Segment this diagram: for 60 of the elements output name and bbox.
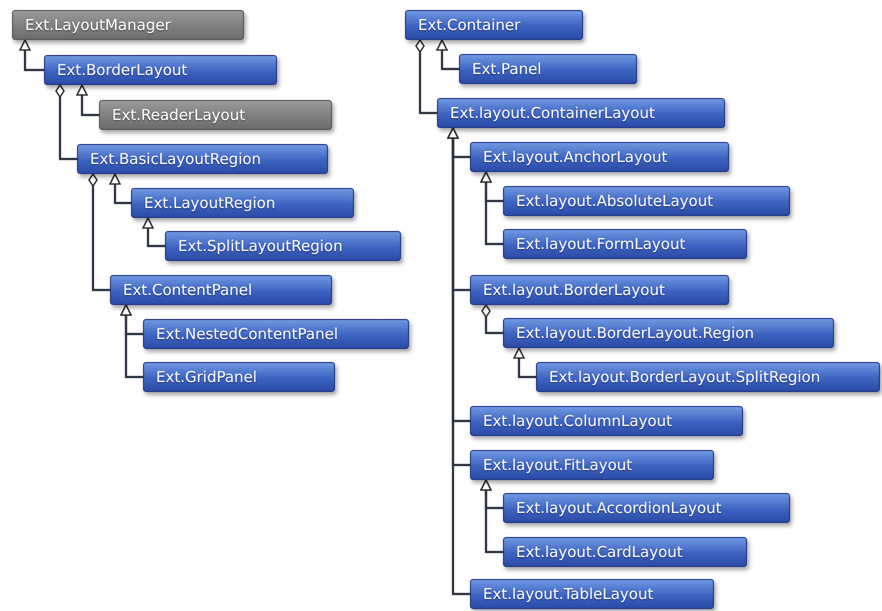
class-box [503,493,790,523]
inheritance-arrow [120,304,143,378]
class-name: Ext.layout.AccordionLayout [516,499,722,517]
class-box [110,275,332,305]
class-box [470,450,714,480]
class-box [131,188,354,218]
aggregation-connector [415,39,437,114]
class-box [470,579,714,609]
class-box [470,275,729,305]
inheritance-arrow [76,84,99,116]
class-name: Ext.Container [418,16,520,34]
aggregation-connector [88,173,110,292]
class-name: Ext.layout.TableLayout [483,585,654,603]
class-name: Ext.Panel [472,60,542,78]
class-name: Ext.layout.AbsoluteLayout [516,192,714,210]
inheritance-arrow [480,171,503,246]
class-box [99,100,332,130]
inheritance-arrow [19,39,44,72]
inheritance-arrow [109,173,131,204]
class-box [470,406,743,436]
class-name: Ext.layout.ContainerLayout [450,104,655,122]
class-name: Ext.NestedContentPanel [156,325,338,343]
class-name: Ext.layout.BorderLayout.SplitRegion [549,368,820,386]
class-box [503,186,790,216]
class-box [143,362,335,392]
class-name: Ext.layout.FitLayout [483,456,632,474]
class-box [44,55,277,85]
class-box [536,362,880,392]
class-name: Ext.BasicLayoutRegion [90,150,262,168]
aggregation-connector [481,304,503,334]
class-name: Ext.SplitLayoutRegion [178,237,343,255]
class-name: Ext.layout.ColumnLayout [483,412,672,430]
inheritance-arrow [480,479,503,554]
class-name: Ext.ReaderLayout [112,106,246,124]
class-name: Ext.LayoutManager [25,16,171,34]
class-name: Ext.ContentPanel [123,281,252,299]
class-name: Ext.BorderLayout [57,61,188,79]
class-box [12,10,244,40]
class-box [405,10,583,40]
aggregation-connector [55,84,77,160]
class-box [470,142,729,172]
class-box [459,54,637,84]
inheritance-arrow [447,127,470,596]
class-name: Ext.layout.BorderLayout.Region [516,324,754,342]
class-name: Ext.LayoutRegion [144,194,276,212]
class-name: Ext.layout.AnchorLayout [483,148,668,166]
class-name: Ext.layout.CardLayout [516,543,683,561]
class-box [165,231,401,261]
class-box [503,537,747,567]
class-box [503,229,747,259]
class-name: Ext.layout.BorderLayout [483,281,665,299]
class-box [77,144,328,174]
inheritance-arrow [142,217,165,248]
class-name: Ext.GridPanel [156,368,257,386]
inheritance-arrow [513,347,536,378]
class-name: Ext.layout.FormLayout [516,235,686,253]
class-box [503,318,834,348]
class-box [437,98,725,128]
inheritance-arrow [436,39,459,70]
class-box [143,319,409,349]
